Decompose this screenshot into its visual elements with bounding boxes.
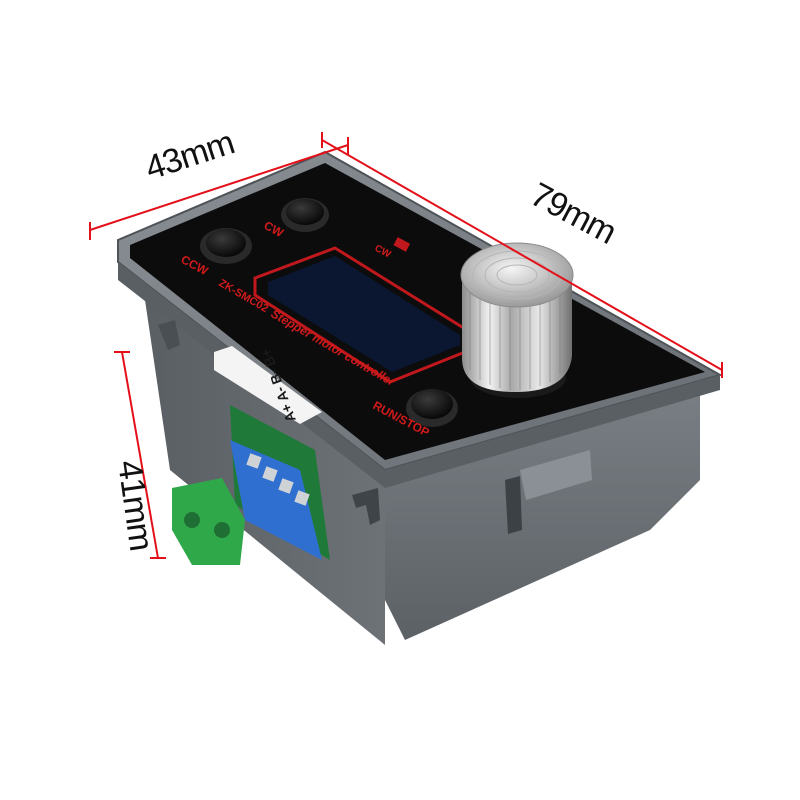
cw-indicator-icon xyxy=(393,237,411,252)
width-label: 43mm xyxy=(141,124,239,188)
ccw-button[interactable] xyxy=(200,228,252,264)
green-terminal-block xyxy=(172,478,245,565)
clip-tab-front-left xyxy=(352,488,380,525)
dimension-length xyxy=(321,132,723,378)
clip-tab-front-right xyxy=(520,450,592,500)
run-stop-button[interactable] xyxy=(406,389,458,427)
cw-button[interactable] xyxy=(281,198,329,232)
dimension-height xyxy=(114,351,166,559)
clip-tab-left xyxy=(158,320,180,350)
length-label: 79mm xyxy=(524,176,622,252)
dimension-width xyxy=(89,137,349,240)
blue-terminal-block xyxy=(230,440,322,560)
housing-bezel-rim xyxy=(118,262,720,488)
height-label: 41mm xyxy=(110,458,160,553)
terminal-label-plate xyxy=(214,346,322,424)
lcd-screen xyxy=(268,256,460,372)
rotary-knob[interactable] xyxy=(460,242,574,398)
clip-tab-front-right-shadow xyxy=(505,476,522,534)
